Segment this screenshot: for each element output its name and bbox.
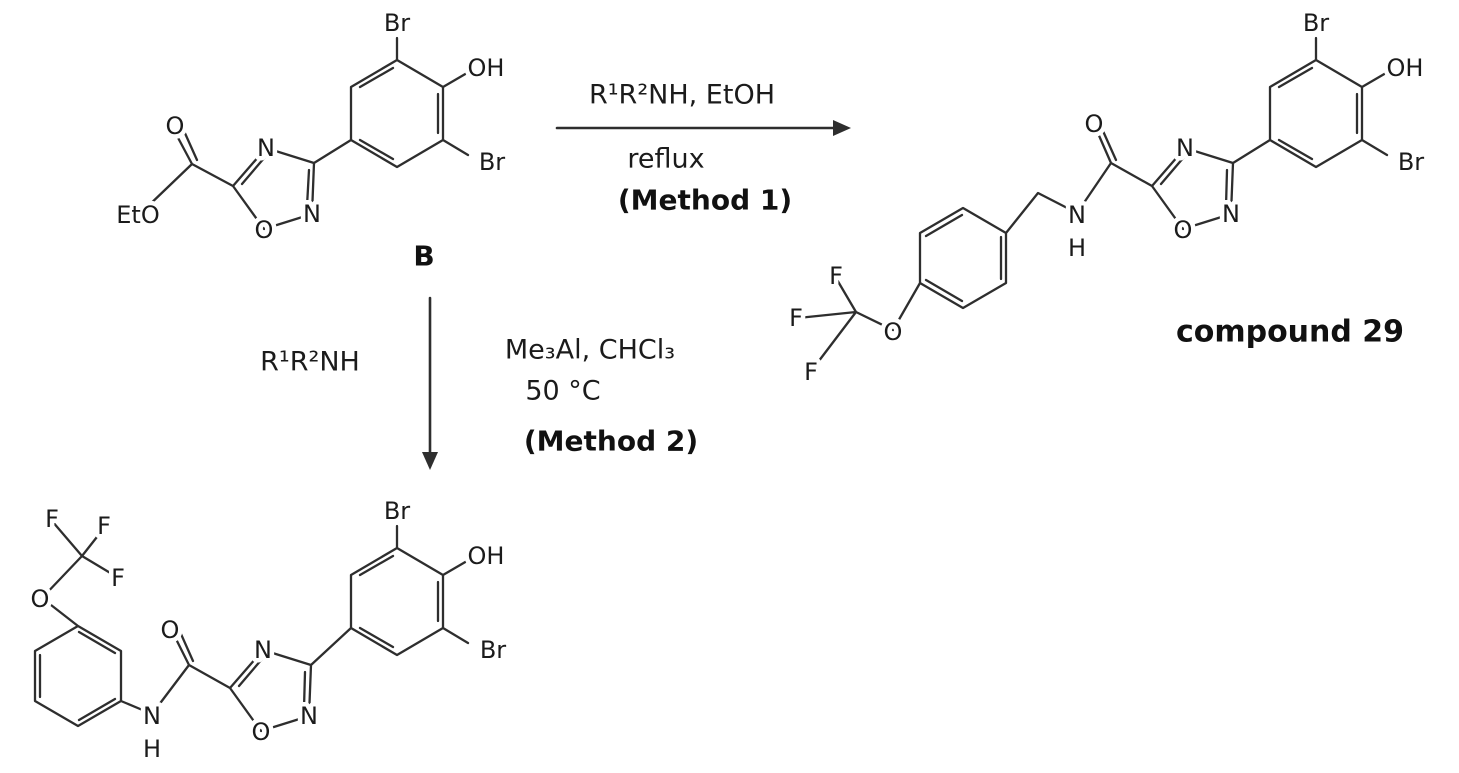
carbonyl-o-label: O xyxy=(166,112,185,140)
method2-temperature: 50 °C xyxy=(525,376,600,407)
fluorine-3-label: F xyxy=(804,358,818,386)
oxadiazole-n-top-label: N xyxy=(257,134,275,162)
anilide-product-bonds xyxy=(33,519,470,733)
structure-b-bonds xyxy=(142,36,470,231)
amide-n-label: N xyxy=(143,702,161,730)
br-side-label: Br xyxy=(1398,148,1424,176)
structure-anilide-product: F F F O O N H N N O Br OH Br xyxy=(26,493,511,768)
br-side-label: Br xyxy=(480,636,506,664)
carbonyl-o-label: O xyxy=(161,616,180,644)
br-top-label: Br xyxy=(384,497,410,525)
method2-label: (Method 2) xyxy=(524,425,698,458)
method1-label: (Method 1) xyxy=(618,184,792,217)
oxadiazole-n-top-label: N xyxy=(254,636,272,664)
method1-arrow-head xyxy=(833,120,851,136)
compound29-bonds xyxy=(796,36,1389,372)
structure-b-caption: B xyxy=(413,240,434,273)
oxadiazole-o-label: O xyxy=(252,718,271,746)
amide-h-label: H xyxy=(143,735,161,763)
structure-compound29: O N H N N O Br OH Br O F F F compound 29 xyxy=(785,5,1429,391)
method1-arrow: R¹R²NH, EtOH reflux (Method 1) xyxy=(555,80,851,217)
oxadiazole-n-bottom-label: N xyxy=(303,200,321,228)
ether-o-label: O xyxy=(884,318,903,346)
method2-arrow-head xyxy=(422,452,438,470)
hydroxyl-label: OH xyxy=(468,542,505,570)
fluorine-2-label: F xyxy=(789,304,803,332)
carbonyl-o-label: O xyxy=(1085,110,1104,138)
amide-n-label: N xyxy=(1068,201,1086,229)
method1-conditions: reflux xyxy=(627,144,704,175)
br-top-label: Br xyxy=(1303,9,1329,37)
method1-reagents: R¹R²NH, EtOH xyxy=(589,80,775,111)
hydroxyl-label: OH xyxy=(1387,54,1424,82)
compound29-caption: compound 29 xyxy=(1176,315,1404,350)
fluorine-2-label: F xyxy=(97,512,111,540)
oxadiazole-o-label: O xyxy=(1174,216,1193,244)
oxadiazole-o-label: O xyxy=(255,216,274,244)
fluorine-3-label: F xyxy=(111,564,125,592)
br-top-label: Br xyxy=(384,9,410,37)
oxadiazole-n-bottom-label: N xyxy=(300,702,318,730)
structure-b: EtO O N N O Br OH Br B xyxy=(112,5,510,273)
eto-label: EtO xyxy=(116,201,159,229)
oxadiazole-n-bottom-label: N xyxy=(1222,200,1240,228)
method2-reagents: Me₃Al, CHCl₃ xyxy=(505,335,675,366)
method2-amine: R¹R²NH xyxy=(260,347,360,378)
br-side-label: Br xyxy=(479,148,505,176)
amide-h-label: H xyxy=(1068,234,1086,262)
fluorine-1-label: F xyxy=(829,262,843,290)
oxadiazole-n-top-label: N xyxy=(1176,134,1194,162)
method2-arrow: R¹R²NH Me₃Al, CHCl₃ 50 °C (Method 2) xyxy=(260,296,698,470)
fluorine-1-label: F xyxy=(45,505,59,533)
ether-o-label: O xyxy=(31,585,50,613)
hydroxyl-label: OH xyxy=(468,54,505,82)
